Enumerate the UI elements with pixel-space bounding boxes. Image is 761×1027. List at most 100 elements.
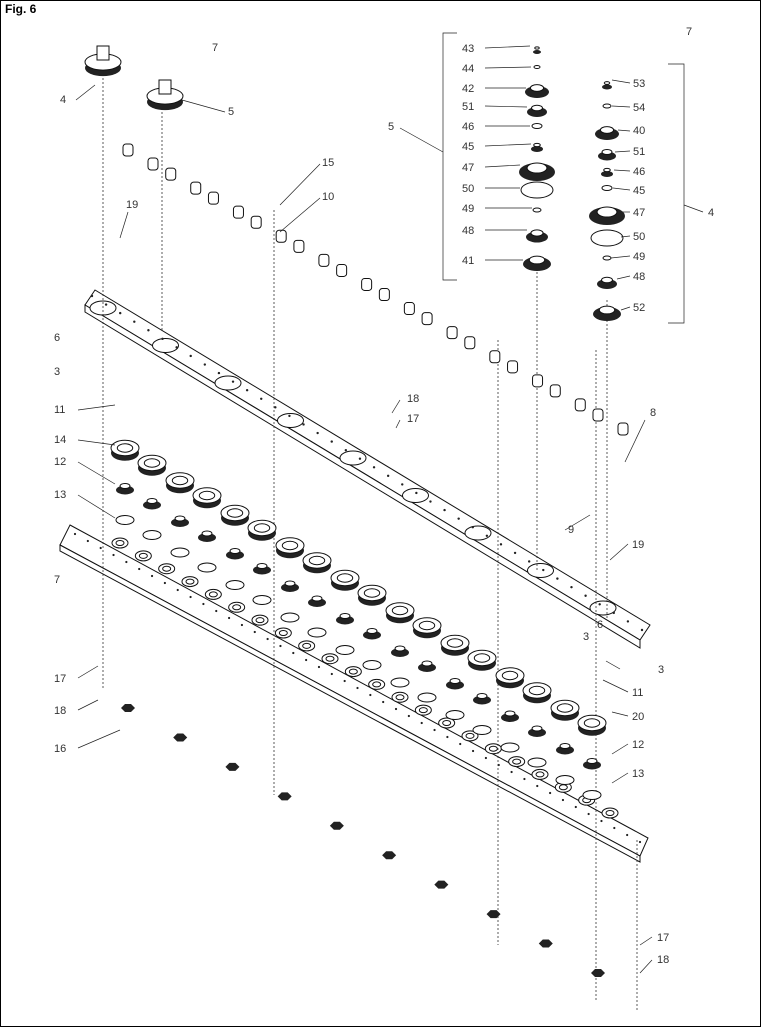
plate-bolt-hole — [274, 406, 277, 409]
lower-bolt-hole — [459, 742, 462, 746]
lower-bearing-bore — [185, 578, 195, 585]
leader-line — [613, 169, 631, 172]
leader-line — [119, 211, 129, 239]
bearing-bore — [146, 497, 158, 505]
callout-48: 48 — [462, 225, 474, 237]
leader-line — [624, 419, 646, 463]
callout-13: 13 — [632, 768, 644, 780]
plate-bolt-hole — [584, 594, 587, 597]
nut — [225, 762, 240, 771]
gear-bore — [143, 458, 161, 468]
callout-7: 7 — [686, 26, 692, 38]
plate-bore-hole — [339, 450, 367, 466]
snap-ring — [531, 123, 543, 129]
callout-41: 41 — [462, 255, 474, 267]
plate-bolt-hole — [556, 577, 559, 580]
lower-bolt-hole — [356, 686, 359, 690]
plate-bolt-hole — [133, 320, 136, 323]
snap-ring — [533, 65, 541, 69]
lower-bolt-hole — [638, 840, 642, 844]
plate-bolt-hole — [217, 371, 221, 375]
callout-11: 11 — [632, 687, 643, 699]
bearing-bore — [598, 305, 616, 315]
bearing-bore — [449, 677, 461, 685]
nut — [173, 733, 188, 742]
callout-51: 51 — [462, 101, 474, 113]
plate-bolt-hole — [260, 397, 263, 400]
lower-bearing-bore — [395, 694, 405, 701]
callout-10: 10 — [322, 191, 334, 203]
leader-line — [279, 197, 321, 233]
bearing-cap — [165, 167, 177, 181]
lower-bearing-bore — [442, 720, 452, 726]
nut — [121, 704, 135, 712]
plate-bolt-hole — [288, 414, 291, 418]
callout-50: 50 — [462, 183, 474, 195]
upper-plate — [84, 289, 651, 649]
bearing-bore — [339, 612, 351, 620]
callout-19: 19 — [126, 199, 138, 211]
callout-45: 45 — [462, 141, 474, 153]
callout-49: 49 — [462, 203, 474, 215]
group-brackets — [399, 32, 704, 324]
lower-bolt-hole — [369, 693, 372, 697]
callout-5: 5 — [228, 106, 234, 118]
snap-ring — [602, 103, 612, 109]
lower-bolt-hole — [240, 623, 244, 627]
nut — [434, 880, 449, 889]
callout-7: 7 — [54, 574, 60, 586]
bearing-bore — [119, 482, 131, 490]
bearing-bore — [530, 229, 544, 237]
lower-bolt-hole — [202, 602, 205, 606]
nut — [538, 939, 553, 948]
leader-line — [612, 187, 631, 191]
plate-bolt-hole — [372, 466, 376, 469]
lower-bearing-bore — [488, 745, 498, 752]
leader-line — [611, 743, 629, 755]
plate-bolt-hole — [542, 568, 545, 572]
bearing-bore — [586, 757, 598, 765]
snap-ring — [225, 580, 245, 590]
gear-bore — [253, 523, 271, 533]
lower-bolt-hole — [626, 833, 629, 837]
leader-line — [395, 419, 401, 429]
lower-bolt-hole — [446, 735, 449, 739]
figure-label: Fig. 6 — [5, 2, 37, 16]
leader-line — [391, 399, 401, 414]
snap-ring — [307, 627, 327, 638]
lower-bearing-bore — [278, 630, 288, 636]
callout-5: 5 — [388, 121, 394, 133]
snap-ring — [362, 660, 382, 670]
bearing-body — [533, 50, 541, 54]
gear-bore — [583, 718, 601, 728]
plate-bore-hole — [277, 413, 304, 428]
callout-44: 44 — [462, 63, 474, 75]
leader-lines — [75, 45, 653, 974]
snap-ring — [280, 612, 300, 623]
leader-line — [611, 105, 631, 108]
leader-line — [611, 711, 629, 717]
assembly-axis-lines — [102, 70, 638, 1010]
lower-bearing-bore — [348, 668, 358, 675]
lower-bolt-hole — [215, 609, 218, 613]
gear-bore — [418, 620, 436, 631]
bearing-cap — [446, 326, 458, 340]
plate-bolt-hole — [90, 294, 94, 298]
bearing-bore — [531, 104, 543, 112]
callout-18: 18 — [54, 705, 66, 717]
snap-ring — [417, 692, 437, 703]
callout-16: 16 — [54, 743, 66, 755]
lower-bearing-bore — [535, 771, 545, 778]
lower-bolt-hole — [549, 791, 552, 795]
snap-ring — [520, 181, 554, 199]
hub-boss — [96, 45, 110, 61]
callout-numbers: 7 7 4 5 15 10 19 43 44 42 51 46 45 47 50… — [54, 26, 714, 966]
leader-line — [614, 150, 631, 153]
leader-line — [77, 729, 121, 749]
callout-3: 3 — [658, 664, 664, 676]
bearing-cap — [403, 302, 415, 316]
leader-line — [181, 99, 226, 113]
lower-bolt-hole — [523, 777, 526, 781]
gear-bore — [391, 605, 409, 616]
